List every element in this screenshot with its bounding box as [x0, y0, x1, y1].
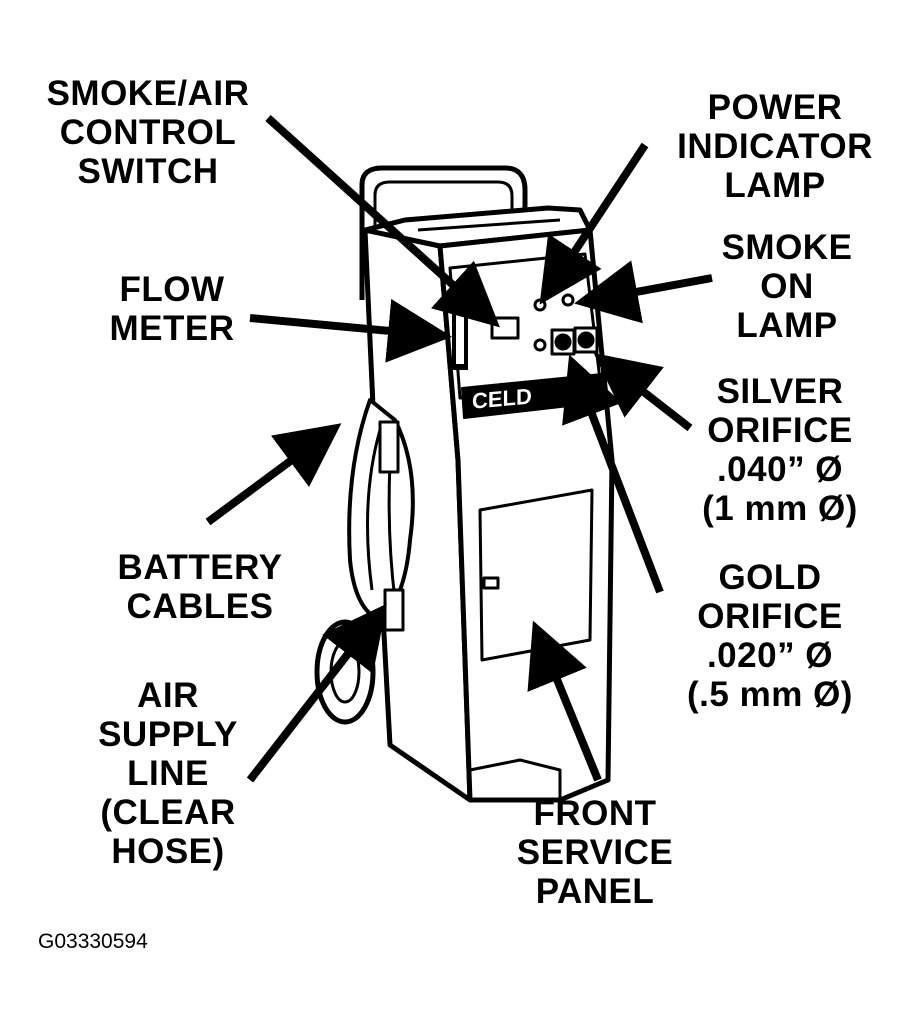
- arrow-air-line: [246, 603, 387, 783]
- callout-arrows: [205, 115, 713, 783]
- arrow-smoke-lamp: [574, 260, 713, 324]
- smoke-air-switch: [490, 316, 520, 340]
- arrow-front-panel: [527, 620, 602, 782]
- arrow-battery: [205, 423, 342, 526]
- power-lamp: [533, 298, 547, 312]
- arrow-silver: [593, 353, 693, 432]
- battery-clamp: [378, 420, 400, 474]
- figure-id: G03330594: [38, 930, 148, 953]
- device-logo: CELD: [472, 384, 532, 414]
- front-service-door: [478, 488, 594, 662]
- carry-handle: [359, 165, 528, 300]
- extra-lamp: [533, 338, 547, 352]
- arrow-power-lamp: [539, 142, 649, 305]
- arrow-flow-meter: [249, 298, 452, 363]
- arrow-gold: [562, 354, 664, 594]
- smoke-lamp: [561, 293, 575, 307]
- arrow-smoke-air: [265, 115, 500, 328]
- door-latch: [482, 576, 500, 590]
